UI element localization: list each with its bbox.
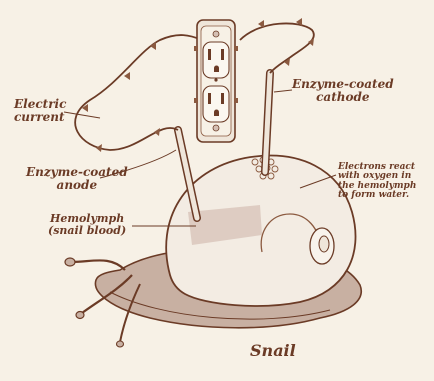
label-electrons-react: Electrons react with oxygen in the hemol…	[338, 163, 430, 201]
tentacle-tip-left	[65, 258, 75, 266]
wall-outlet	[194, 20, 238, 142]
label-electric-current: Electric current	[14, 98, 66, 123]
wire-left	[75, 35, 202, 150]
label-enzyme-cathode: Enzyme-coated cathode	[292, 78, 394, 103]
snail-tentacle-left	[72, 260, 125, 270]
shell-spiral-core	[319, 236, 329, 252]
label-snail: Snail	[250, 343, 296, 360]
tentacle-tip-lower	[76, 312, 84, 319]
label-enzyme-anode: Enzyme-coated anode	[26, 166, 128, 191]
label-hemolymph: Hemolymph (snail blood)	[48, 213, 126, 236]
tentacle-tip-small	[117, 341, 124, 347]
wire-right	[240, 23, 314, 73]
